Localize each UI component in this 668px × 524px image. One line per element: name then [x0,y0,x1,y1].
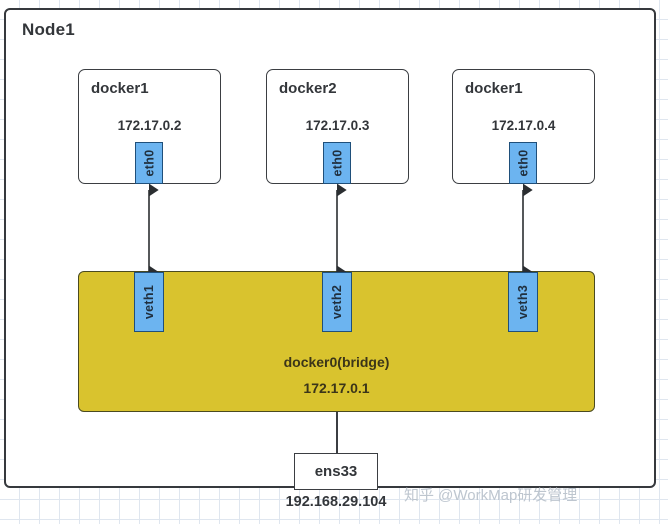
link-arrow-1 [148,183,159,279]
container-ip-3: 172.17.0.4 [491,118,556,133]
bridge-to-nic-line [336,412,338,453]
veth-port-label-1: veth1 [142,284,156,320]
eth0-port-1[interactable]: eth0 [135,142,163,184]
veth-port-3[interactable]: veth3 [508,272,538,332]
veth-port-2[interactable]: veth2 [322,272,352,332]
host-nic-box[interactable]: ens33 [294,453,378,490]
eth0-port-label-3: eth0 [516,149,530,177]
container-name-3: docker1 [465,80,523,97]
container-ip-1: 172.17.0.2 [117,118,182,133]
host-nic-name: ens33 [314,463,358,480]
container-ip-2: 172.17.0.3 [305,118,370,133]
node1-title: Node1 [22,20,75,39]
veth-port-label-2: veth2 [330,284,344,320]
eth0-port-2[interactable]: eth0 [323,142,351,184]
eth0-port-label-1: eth0 [142,149,156,177]
eth0-port-3[interactable]: eth0 [509,142,537,184]
bridge-name: docker0(bridge) [283,354,390,370]
bridge-ip: 172.17.0.1 [303,380,370,396]
container-name-2: docker2 [279,80,337,97]
veth-port-1[interactable]: veth1 [134,272,164,332]
link-arrow-2 [336,183,347,279]
veth-port-label-3: veth3 [516,284,530,320]
host-nic-ip: 192.168.29.104 [285,494,387,510]
container-name-1: docker1 [91,80,149,97]
link-arrow-3 [522,183,533,279]
eth0-port-label-2: eth0 [330,149,344,177]
